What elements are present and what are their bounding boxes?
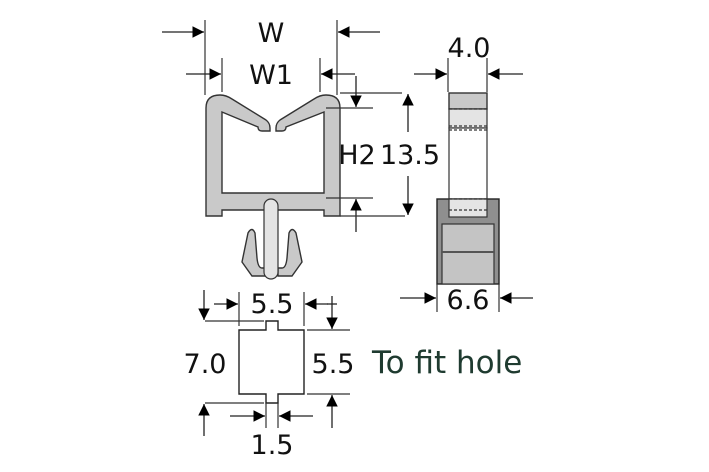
- clip-body: [205, 94, 341, 217]
- dim-hole-slot-label: 1.5: [251, 430, 294, 461]
- dim-hole-slot: 1.5: [230, 403, 313, 461]
- clip-post: [263, 198, 279, 280]
- dim-height-label: 13.5: [380, 140, 440, 171]
- side-top-cap: [448, 92, 488, 110]
- dim-side-top: 4.0: [414, 33, 523, 92]
- dim-w: W: [162, 18, 380, 95]
- side-base-block: [441, 223, 495, 285]
- clip-front-view: [205, 94, 341, 280]
- dim-h2-label: H2: [338, 140, 375, 171]
- dim-hole-total-label: 7.0: [184, 349, 227, 380]
- dim-hole-width: 5.5: [214, 289, 328, 326]
- dim-side-base-label: 6.6: [447, 285, 490, 316]
- dim-w1: W1: [186, 58, 355, 92]
- dim-hole-square-label: 5.5: [312, 349, 355, 380]
- dim-hole-square: 5.5: [307, 296, 354, 428]
- clip-fin: [241, 228, 267, 277]
- dim-h2: H2: [326, 76, 402, 232]
- dim-w-label: W: [258, 18, 285, 49]
- dim-w1-label: W1: [249, 60, 293, 91]
- side-shaft-lower: [448, 198, 488, 218]
- dim-side-base: 6.6: [400, 284, 533, 316]
- side-upper-band: [448, 108, 488, 129]
- dim-hole-width-label: 5.5: [251, 289, 294, 320]
- dim-side-top-label: 4.0: [448, 33, 491, 64]
- clip-fin-right: [277, 228, 303, 277]
- dim-hole-total: 7.0: [184, 290, 264, 436]
- hole-outline: [238, 320, 305, 404]
- hole-caption: To fit hole: [371, 345, 522, 381]
- clip-side-view: [436, 92, 500, 285]
- dim-height: 13.5: [340, 94, 440, 217]
